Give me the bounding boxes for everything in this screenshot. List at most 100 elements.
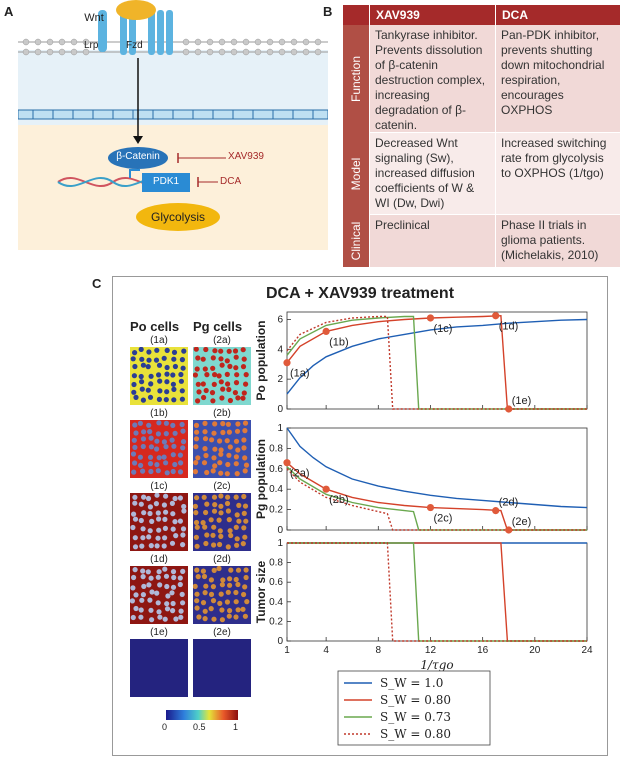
cell-blob (155, 468, 161, 474)
cell-blob (154, 493, 160, 498)
cell-blob (208, 517, 214, 523)
cell-blob (147, 394, 154, 400)
state-marker (505, 405, 513, 413)
cell-blob (193, 444, 199, 450)
marker-label: (2b) (329, 494, 349, 506)
dca-label: DCA (220, 176, 242, 187)
row-label-clinical: Clinical (343, 215, 369, 268)
cell-blob (200, 520, 206, 526)
cell-function-xav: Tankyrase inhibitor. Prevents dissolutio… (369, 25, 495, 133)
cell-blob (243, 567, 249, 573)
cell-blob (149, 617, 155, 623)
cell-blob (212, 463, 218, 469)
cell-blob (148, 468, 154, 475)
state-marker (322, 327, 330, 335)
cell-blob (219, 395, 225, 401)
cell-blob (140, 535, 146, 541)
cell-blob (227, 582, 233, 588)
cell-blob (148, 435, 154, 441)
cell-blob (146, 357, 152, 363)
cell-blob (156, 569, 162, 575)
colorbar-tick-0: 0 (162, 722, 168, 732)
cell-blob (210, 365, 216, 371)
cell-blob (193, 510, 199, 516)
cell-blob (170, 452, 176, 458)
series-line-blue (286, 427, 588, 509)
cell-blob (202, 608, 208, 614)
cell-blob (233, 454, 239, 460)
cell-blob (148, 607, 154, 613)
cell-blob (232, 348, 239, 354)
cell-blob (146, 422, 152, 428)
cell-blob (180, 365, 186, 371)
cell-blob (169, 590, 175, 596)
cell-blob (233, 494, 239, 500)
cell-blob (233, 599, 239, 605)
cell-blob (170, 372, 176, 378)
cell-blob (208, 591, 215, 597)
pg-snapshot-3 (193, 493, 251, 551)
cell-blob (225, 461, 231, 468)
cell-blob (202, 524, 208, 530)
cell-blob (243, 462, 250, 468)
marker-label: (1d) (499, 321, 519, 333)
pg-snapshot-5 (193, 639, 251, 697)
cell-blob (180, 526, 187, 532)
cell-blob (210, 532, 216, 538)
cell-blob (219, 582, 225, 588)
series-line-dotted (286, 468, 587, 531)
cell-blob (212, 372, 218, 378)
cell-blob (226, 452, 232, 458)
cell-model-xav: Decreased Wnt signaling (Sw), increased … (369, 133, 495, 215)
x-tick-label: 4 (323, 645, 329, 656)
cell-blob (180, 439, 187, 445)
cell-blob (193, 583, 198, 589)
cell-blob (233, 576, 239, 583)
cell-blob (194, 429, 200, 435)
cell-blob (132, 422, 138, 428)
cell-blob (202, 590, 208, 596)
cell-blob (131, 469, 137, 475)
cell-blob (130, 598, 135, 604)
cell-blob (173, 533, 179, 539)
cell-blob (227, 576, 233, 582)
cell-blob (141, 583, 147, 589)
cell-blob (170, 422, 176, 428)
cell-blob (195, 355, 201, 361)
cell-blob (172, 519, 178, 525)
cell-blob (148, 444, 154, 450)
cell-blob (155, 574, 161, 580)
cell-blob (218, 348, 224, 354)
cell-blob (156, 420, 162, 426)
marker-label: (1c) (433, 323, 452, 335)
wnt-ligand (116, 0, 156, 20)
cell-blob (216, 566, 222, 572)
state-marker (322, 485, 330, 493)
cell-blob (210, 355, 216, 361)
cell-blob (170, 569, 177, 575)
cell-blob (224, 500, 231, 507)
cell-blob (235, 567, 242, 573)
y-tick-label: 0 (277, 404, 283, 415)
cell-blob (138, 373, 144, 380)
cell-blob (194, 366, 200, 372)
cell-blob (193, 347, 199, 352)
cell-blob (155, 431, 161, 437)
cell-blob (236, 518, 242, 524)
cell-blob (202, 616, 208, 622)
panel-c-letter: C (92, 276, 102, 291)
cell-blob (218, 533, 224, 539)
cell-blob (131, 511, 137, 517)
cell-blob (203, 583, 209, 589)
cell-blob (201, 394, 207, 401)
fzd-label: Fzd (126, 40, 143, 51)
cell-blob (212, 421, 218, 427)
cell-blob (171, 574, 177, 581)
series-line-green (286, 315, 587, 410)
cell-blob (147, 597, 153, 603)
cell-blob (131, 437, 137, 443)
cell-blob (224, 371, 230, 377)
cell-blob (194, 605, 200, 611)
cell-blob (209, 437, 215, 443)
